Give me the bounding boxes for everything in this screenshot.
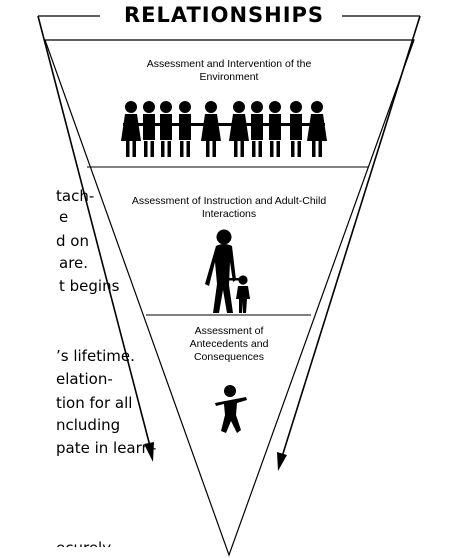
- left-arrow: [37, 15, 152, 451]
- child-body: [290, 114, 302, 140]
- child-body: [143, 114, 155, 140]
- section-label-antecedents: Assessment of Antecedents and Consequenc…: [189, 325, 269, 363]
- body-text-line: t begins: [59, 277, 120, 295]
- child-body: [201, 114, 221, 141]
- child-leg: [144, 141, 148, 157]
- child-body: [229, 114, 249, 141]
- child-leg: [270, 141, 274, 157]
- child-leg: [312, 141, 316, 157]
- child-leg: [258, 141, 262, 157]
- body-text-line: tach-: [56, 187, 95, 205]
- child-leg: [161, 141, 165, 157]
- child-body: [121, 114, 141, 141]
- child-head: [269, 101, 281, 113]
- child-head: [205, 101, 217, 113]
- child-head: [143, 101, 155, 113]
- child-body: [269, 114, 281, 140]
- child-body: [160, 114, 172, 140]
- right-arrowhead: [277, 452, 287, 471]
- child-leg: [186, 141, 190, 157]
- child-body: [307, 114, 327, 141]
- child-leg: [234, 141, 238, 157]
- child-head: [125, 101, 137, 113]
- child-leg: [180, 141, 184, 157]
- children-hand-link: [123, 123, 325, 126]
- child-leg: [318, 141, 322, 157]
- child-head: [160, 101, 172, 113]
- body-text-line: tion for all: [56, 394, 133, 412]
- child-leg: [276, 141, 280, 157]
- child-head: [251, 101, 263, 113]
- body-text-line: are.: [59, 254, 89, 272]
- left-arrowhead: [144, 442, 154, 462]
- child-head: [290, 101, 302, 113]
- child-leg: [132, 141, 136, 157]
- child-leg: [212, 141, 216, 157]
- section-label-environment: Assessment and Intervention of the Envir…: [146, 58, 312, 83]
- inverted-triangle: [44, 39, 415, 557]
- child-head: [179, 101, 191, 113]
- diagram-title: RELATIONSHIPS: [123, 3, 325, 27]
- child-leg: [291, 141, 295, 157]
- child-head: [311, 101, 323, 113]
- jumping-child-silhouette: [215, 385, 247, 433]
- adult-child-silhouette: [205, 229, 250, 313]
- child-leg: [167, 141, 171, 157]
- children-silhouettes: [121, 101, 327, 157]
- body-text-line: e: [59, 208, 69, 226]
- body-text-line: ecurely: [56, 539, 112, 557]
- body-text-line: ’s lifetime.: [56, 347, 135, 365]
- section-label-instruction: Assessment of Instruction and Adult-Chil…: [131, 195, 327, 220]
- child-leg: [252, 141, 256, 157]
- body-text-line: pate in learn-: [56, 439, 157, 457]
- child-leg: [206, 141, 210, 157]
- child-leg: [297, 141, 301, 157]
- child-leg: [126, 141, 130, 157]
- child-leg: [240, 141, 244, 157]
- child-leg: [150, 141, 154, 157]
- body-text-line: ncluding: [56, 416, 121, 434]
- body-text-line: elation-: [56, 370, 113, 388]
- child-body: [179, 114, 191, 140]
- child-head: [233, 101, 245, 113]
- body-text-line: d on: [56, 232, 89, 250]
- child-body: [251, 114, 263, 140]
- right-arrow: [280, 15, 421, 461]
